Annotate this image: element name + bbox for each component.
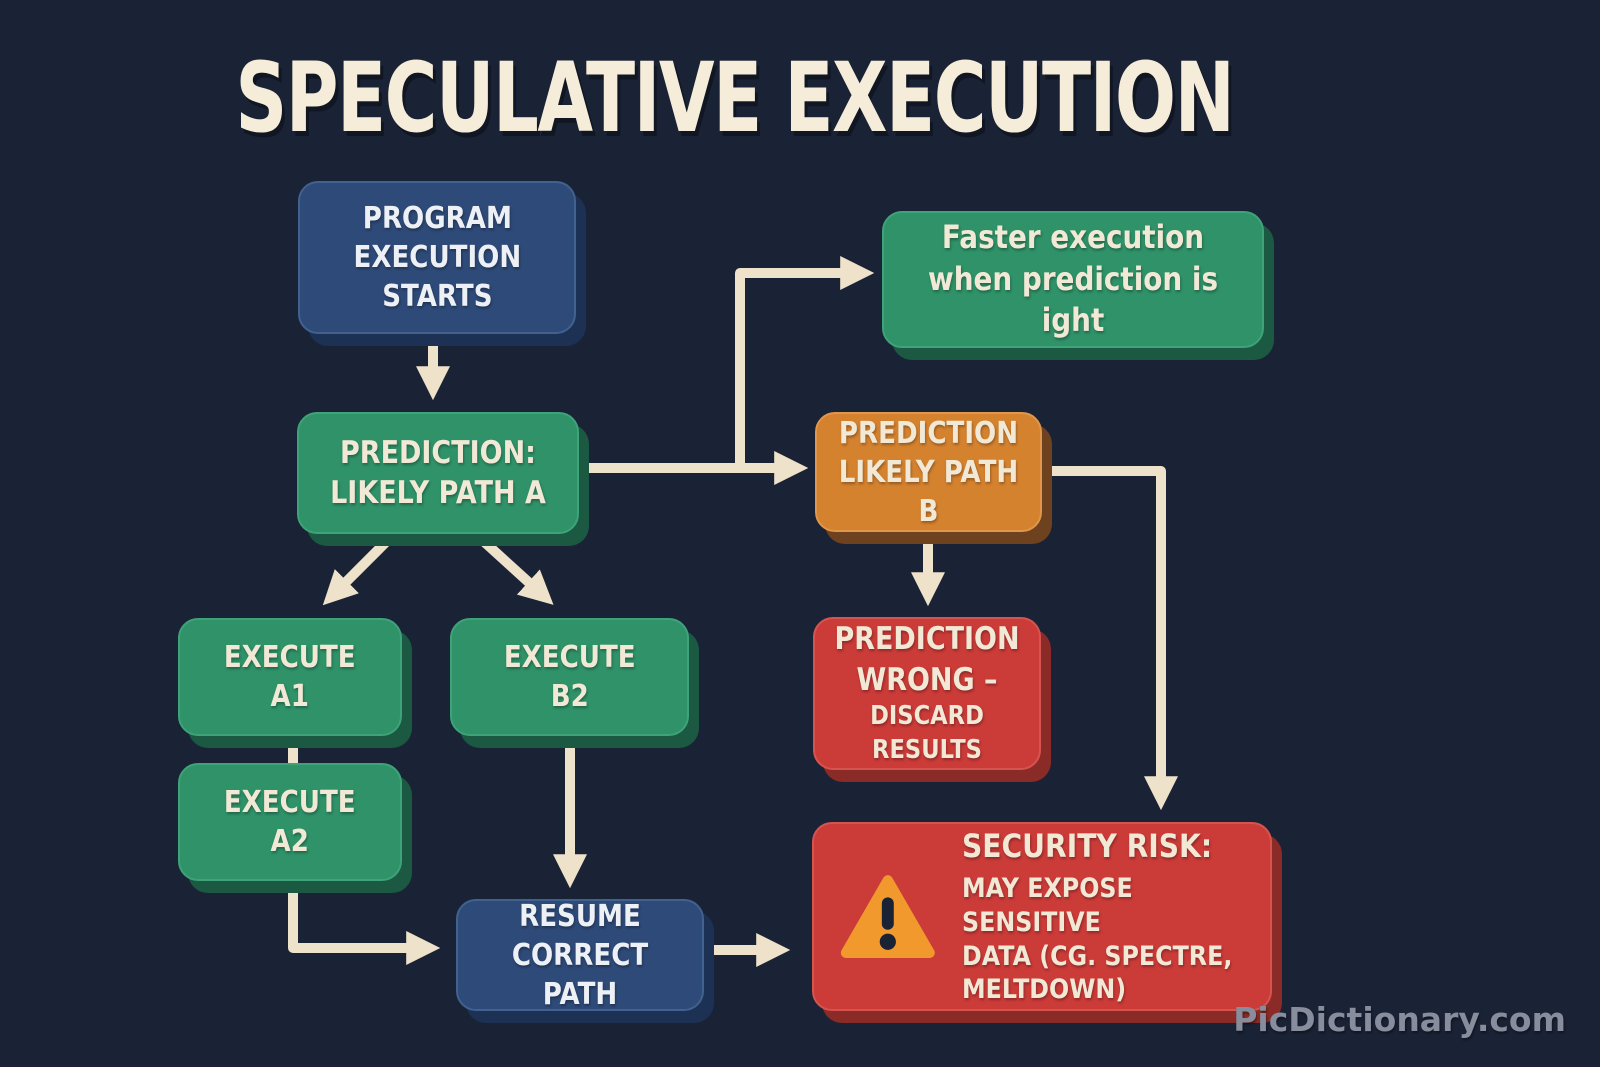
- node-label-line: B2: [550, 679, 589, 714]
- edge-prediction-b-to-security: [1040, 466, 1179, 811]
- edge-prediction-a-to-execute-b2: [476, 534, 554, 605]
- node-label-line: LIKELY PATH A: [330, 475, 546, 511]
- node-label-line: PREDICTION: [834, 621, 1020, 658]
- node-label-line: LIKELY PATH B: [838, 454, 1019, 529]
- node-prediction-likely-path-b: PREDICTION LIKELY PATH B: [815, 412, 1042, 532]
- node-label-line: MELTDOWN): [961, 974, 1126, 1006]
- node-label-line: PREDICTION: [838, 415, 1019, 451]
- node-execute-a1: EXECUTE A1: [178, 618, 402, 736]
- node-label-line: when prediction is ight: [927, 259, 1219, 340]
- node-label-line: A1: [270, 679, 310, 714]
- warning-icon: [840, 874, 935, 958]
- node-label-line: RESUME: [519, 898, 641, 934]
- node-faster-execution: Faster execution when prediction is ight: [882, 211, 1264, 348]
- node-label-line: STARTS: [381, 279, 493, 314]
- node-label-line: MAY EXPOSE SENSITIVE: [961, 873, 1133, 938]
- node-program-execution-starts: PROGRAM EXECUTION STARTS: [298, 181, 576, 334]
- node-label-line: CORRECT PATH: [511, 937, 649, 1012]
- node-label-line: Faster execution: [941, 218, 1205, 257]
- node-label-line: EXECUTE: [503, 640, 636, 675]
- node-prediction-wrong-discard-results: PREDICTION WRONG – DISCARD RESULTS: [813, 617, 1041, 770]
- edge-prediction-a-to-execute-a1: [322, 534, 394, 606]
- node-label-line: EXECUTE: [224, 640, 356, 675]
- node-prediction-likely-path-a: PREDICTION: LIKELY PATH A: [297, 412, 579, 534]
- edge-execute-a2-to-resume: [288, 875, 441, 966]
- edge-prediction-a-to-faster: [735, 255, 875, 468]
- node-security-risk: SECURITY RISK: MAY EXPOSE SENSITIVE DATA…: [812, 822, 1272, 1011]
- node-label-line: A2: [270, 824, 310, 859]
- node-label-line: EXECUTE: [224, 785, 356, 820]
- node-label-line: WRONG –: [856, 661, 998, 698]
- node-label-line: DISCARD RESULTS: [870, 701, 984, 765]
- security-risk-heading: SECURITY RISK:: [961, 827, 1212, 865]
- watermark: PicDictionary.com: [1233, 1000, 1566, 1039]
- node-resume-correct-path: RESUME CORRECT PATH: [456, 898, 704, 1012]
- node-label-line: PROGRAM: [362, 201, 512, 236]
- node-execute-a2: EXECUTE A2: [178, 763, 402, 881]
- node-execute-b2: EXECUTE B2: [450, 618, 689, 736]
- node-label-line: PREDICTION:: [340, 434, 536, 471]
- page-title: SPECULATIVE EXECUTION: [234, 42, 1235, 154]
- node-label-line: EXECUTION: [353, 240, 521, 275]
- node-label-line: DATA (CG. SPECTRE,: [961, 940, 1232, 972]
